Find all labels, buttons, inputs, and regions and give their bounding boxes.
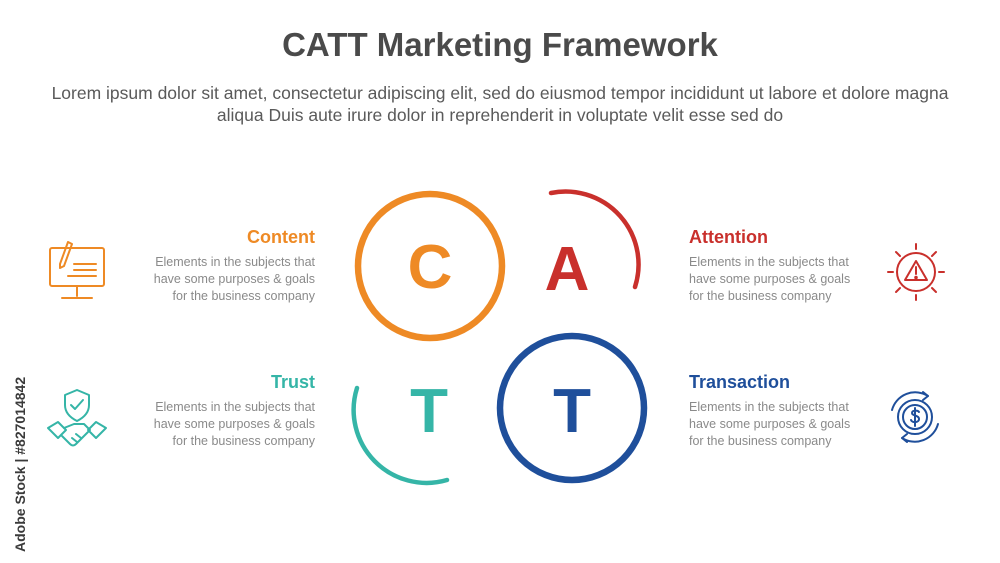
content-desc-line: for the business company <box>172 289 315 303</box>
trust-arc <box>351 385 450 486</box>
attention-block: Attention Elements in the subjects that … <box>689 227 879 305</box>
trust-desc-line: have some purposes & goals <box>153 417 315 431</box>
letter-a: A <box>545 235 590 304</box>
stock-watermark-text: Adobe Stock | #827014842 <box>12 376 28 552</box>
attention-desc-line: for the business company <box>689 289 832 303</box>
trust-block: Trust Elements in the subjects that have… <box>125 372 315 450</box>
page-subtitle: Lorem ipsum dolor sit amet, consectetur … <box>51 83 949 125</box>
trust-description: Elements in the subjects that have some … <box>125 399 315 450</box>
alert-warning-icon <box>887 243 945 301</box>
attention-heading: Attention <box>689 227 768 247</box>
attention-arc <box>548 189 641 290</box>
transaction-description: Elements in the subjects that have some … <box>689 399 879 450</box>
trust-heading: Trust <box>270 372 315 392</box>
dollar-exchange-icon <box>891 391 939 443</box>
content-desc-line: Elements in the subjects that <box>155 255 315 269</box>
content-heading: Content <box>247 227 315 247</box>
page-title: CATT Marketing Framework <box>282 26 718 63</box>
attention-description: Elements in the subjects that have some … <box>689 254 879 305</box>
letter-t-trust: T <box>410 377 448 446</box>
stock-watermark: Adobe Stock | #827014842 <box>12 322 32 552</box>
letter-c: C <box>408 233 453 302</box>
letter-t-transaction: T <box>553 377 591 446</box>
attention-desc-line: Elements in the subjects that <box>689 255 849 269</box>
transaction-circle <box>496 332 648 484</box>
trust-desc-line: Elements in the subjects that <box>155 400 315 414</box>
transaction-desc-line: Elements in the subjects that <box>689 400 849 414</box>
transaction-desc-line: for the business company <box>689 434 832 448</box>
content-description: Elements in the subjects that have some … <box>125 254 315 305</box>
transaction-desc-line: have some purposes & goals <box>689 417 851 431</box>
trust-desc-line: for the business company <box>172 434 315 448</box>
handshake-shield-icon <box>47 389 107 447</box>
transaction-block: Transaction Elements in the subjects tha… <box>689 372 879 450</box>
attention-desc-line: have some purposes & goals <box>689 272 851 286</box>
content-block: Content Elements in the subjects that ha… <box>125 227 315 305</box>
content-circle <box>354 190 506 342</box>
transaction-heading: Transaction <box>689 372 791 392</box>
content-desc-line: have some purposes & goals <box>153 272 315 286</box>
computer-pen-icon <box>49 241 105 299</box>
